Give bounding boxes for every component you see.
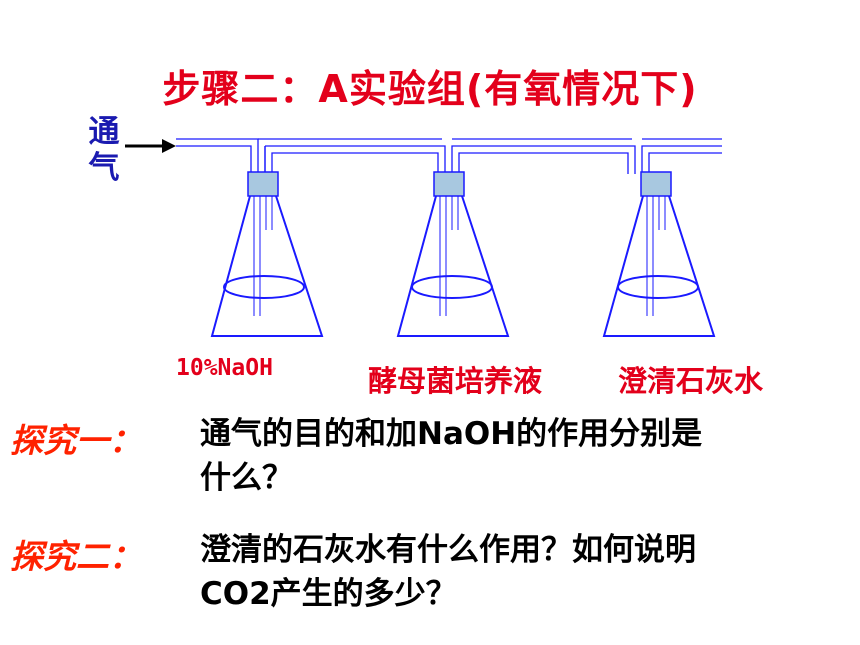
question-2-line2: CO2产生的多少？ xyxy=(200,576,457,612)
flask-yeast xyxy=(396,171,510,337)
question-1-text: 通气的目的和加NaOH的作用分别是 什么？ xyxy=(200,412,840,500)
question-1-line1: 通气的目的和加NaOH的作用分别是 xyxy=(200,416,703,452)
flask-limewater xyxy=(602,171,716,337)
flask-naoh xyxy=(210,171,324,337)
flask-label-limewater: 澄清石灰水 xyxy=(618,364,764,398)
aeration-label-line2: 气 xyxy=(88,150,120,186)
question-1-line2: 什么？ xyxy=(200,460,293,496)
question-2-line1: 澄清的石灰水有什么作用？如何说明 xyxy=(200,532,696,568)
flask-label-naoh: 10%NaOH xyxy=(176,355,273,381)
inlet-arrow xyxy=(125,139,176,153)
question-2-label: 探究二： xyxy=(10,537,142,576)
connecting-tubes xyxy=(176,138,722,174)
flask-label-yeast: 酵母菌培养液 xyxy=(368,364,543,398)
page-title: 步骤二：A实验组(有氧情况下) xyxy=(162,67,698,111)
aeration-label-line1: 通 xyxy=(88,114,120,150)
question-1-label: 探究一： xyxy=(10,421,142,460)
question-2-text: 澄清的石灰水有什么作用？如何说明 CO2产生的多少？ xyxy=(200,528,840,616)
aeration-label: 通 气 xyxy=(84,114,124,186)
